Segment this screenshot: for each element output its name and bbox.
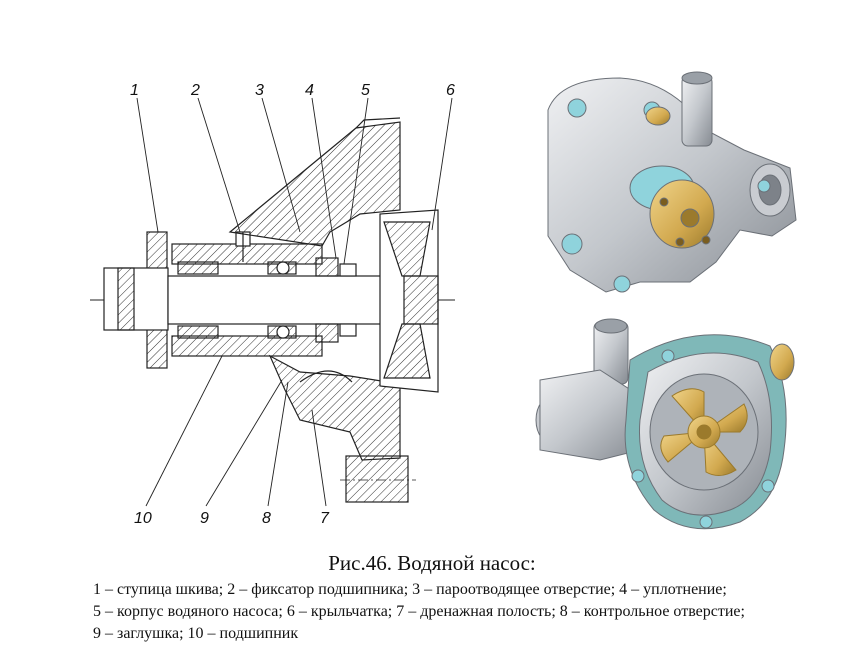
callout-4: 4 [305,82,314,99]
shaft [167,275,409,325]
legend-line: 1 – ступица шкива; 2 – фиксатор подшипни… [93,581,727,598]
pulley-hub [103,231,169,369]
pump-render-rear [535,318,795,530]
figure-caption-title: Рис.46. Водяной насос: [328,551,536,575]
callout-7: 7 [320,510,330,527]
drain-cavity [299,370,353,383]
bearing [177,261,297,339]
impeller [379,209,439,393]
water-pump-figure: 1 2 3 4 5 6 10 9 8 7 [90,71,797,530]
cross-section-drawing [90,117,455,503]
callout-2: 2 [190,82,200,99]
impeller-blades [660,388,748,476]
pump-render-front [547,71,797,293]
callout-1: 1 [130,82,139,99]
callout-leaders [136,97,453,507]
callout-9: 9 [200,510,209,527]
seal [315,257,357,343]
callout-8: 8 [262,510,271,527]
callout-10: 10 [134,510,152,527]
callout-5: 5 [361,82,370,99]
legend-line: 9 – заглушка; 10 – подшипник [93,625,299,642]
callout-6: 6 [446,82,455,99]
callout-labels: 1 2 3 4 5 6 10 9 8 7 [130,82,455,527]
pump-housing [228,117,416,503]
legend-line: 5 – корпус водяного насоса; 6 – крыльчат… [93,603,745,620]
callout-3: 3 [255,82,264,99]
